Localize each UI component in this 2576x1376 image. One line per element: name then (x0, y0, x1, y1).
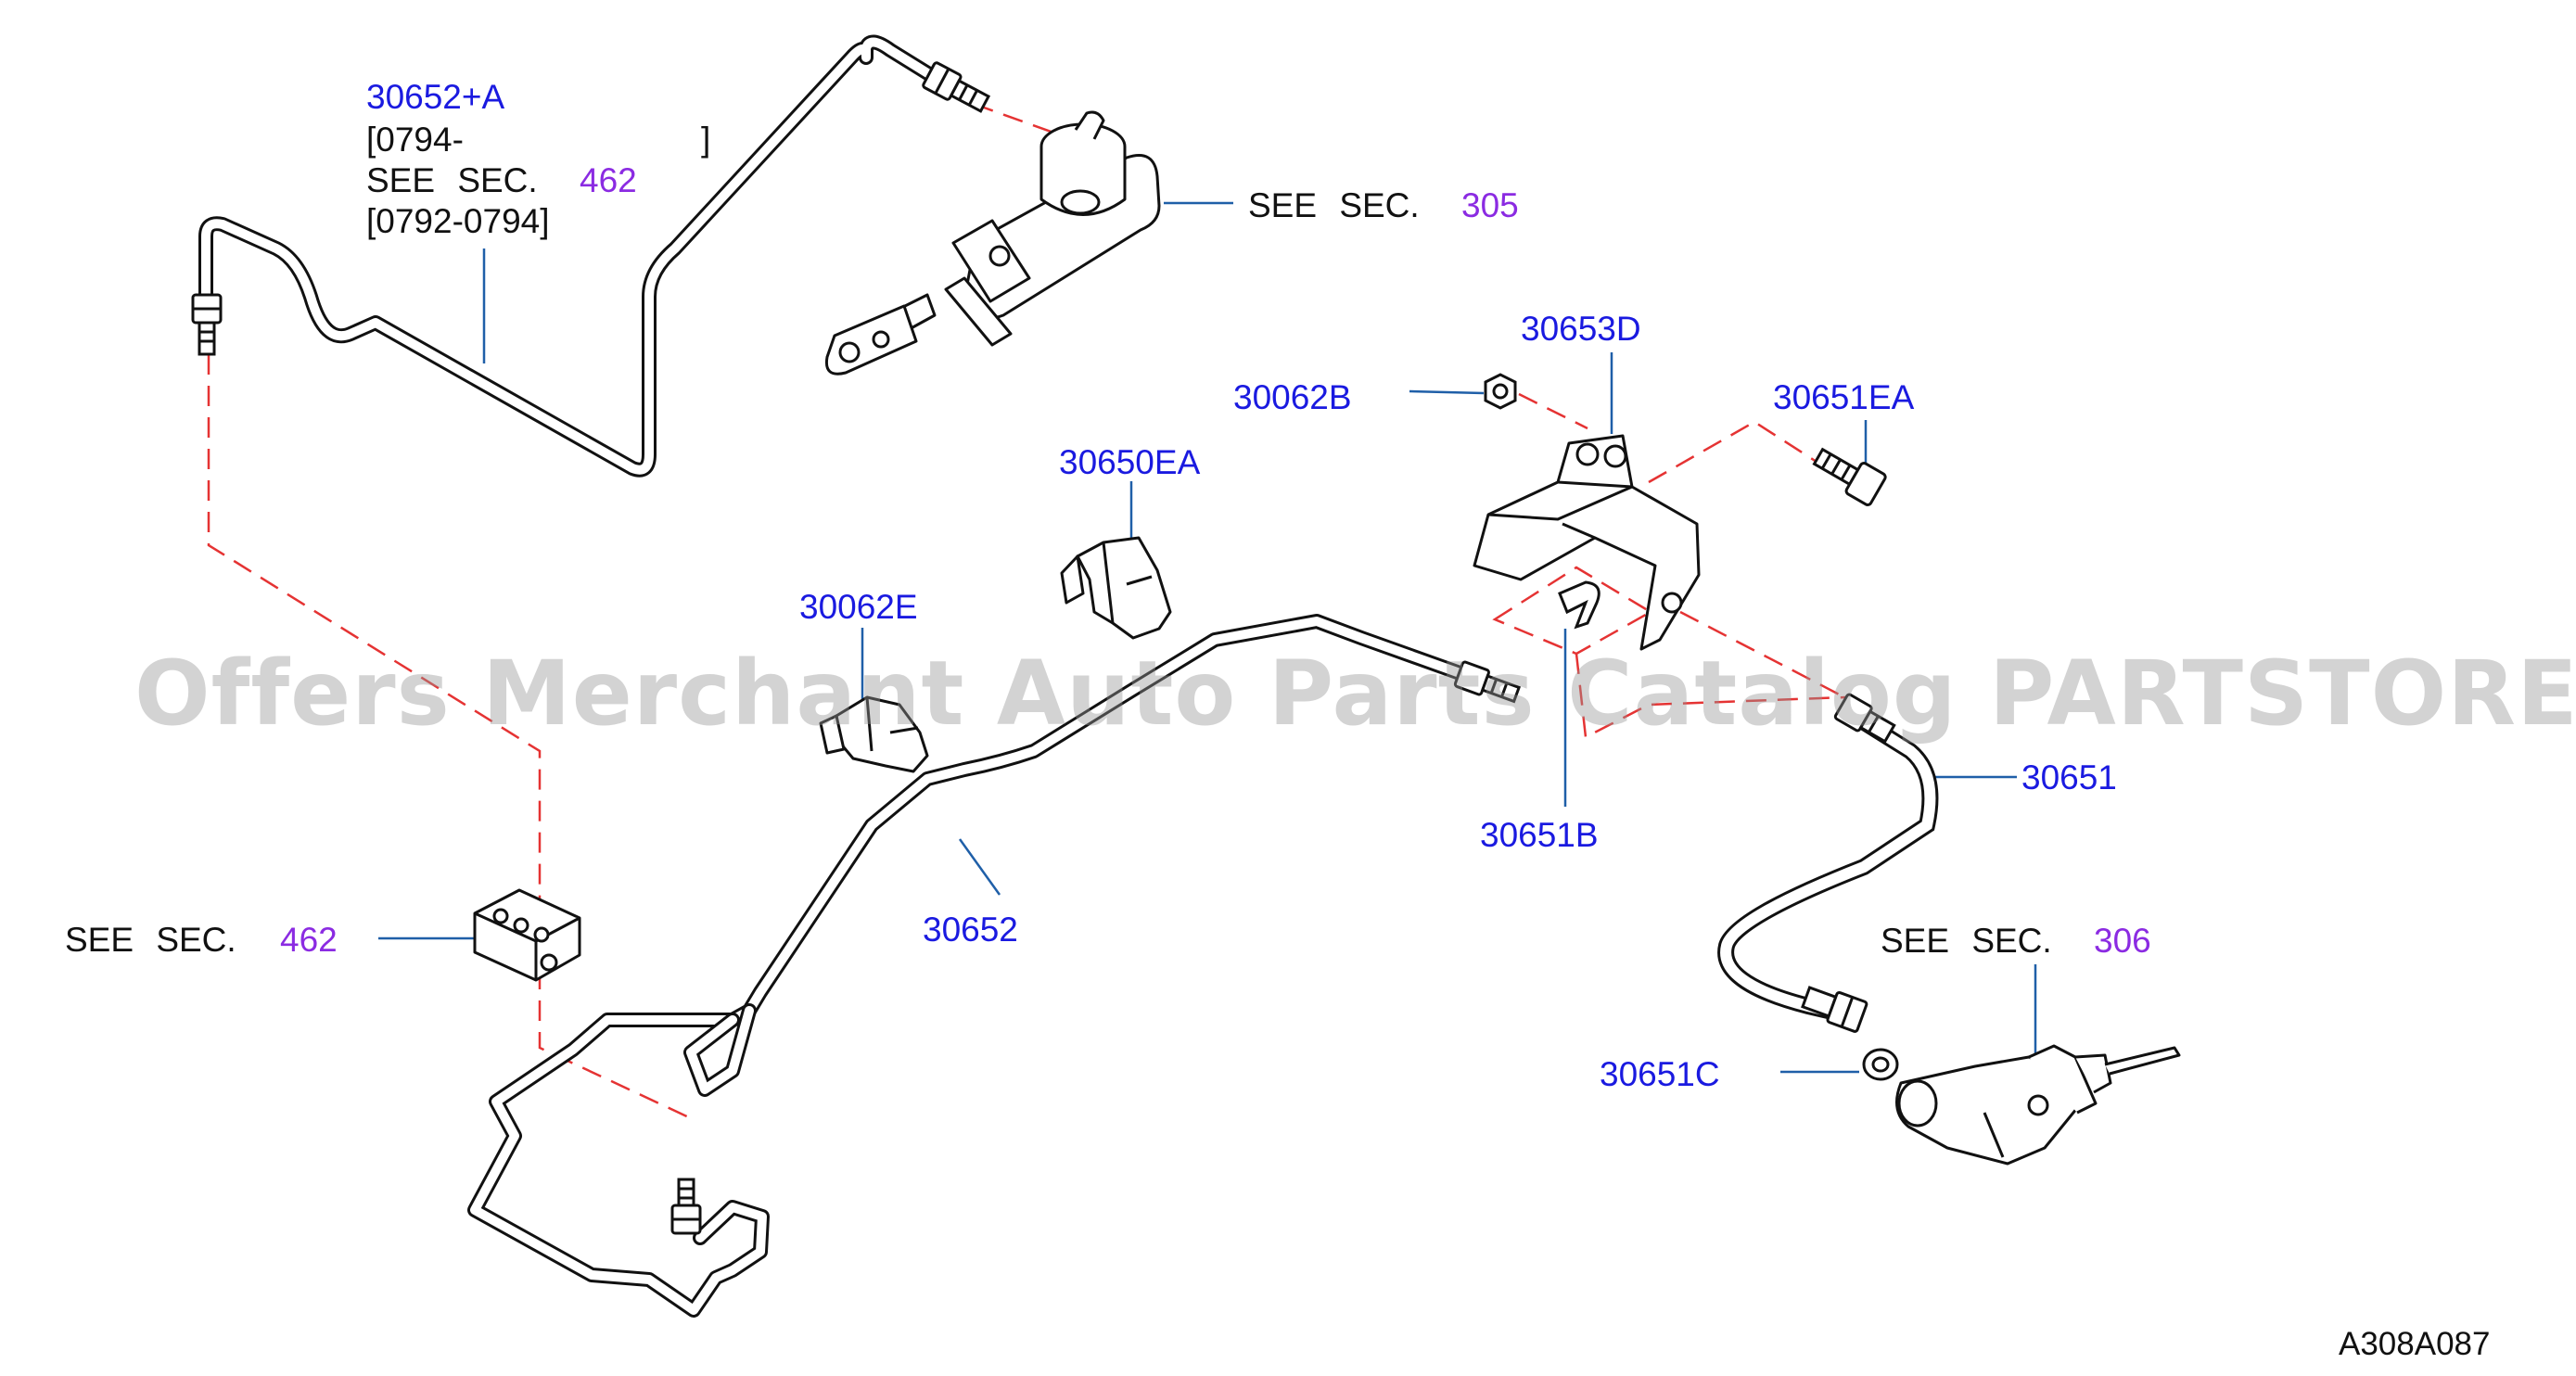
label-30651[interactable]: 30651 (2021, 758, 2117, 796)
label-operating-see-sec: SEE SEC. (1881, 922, 2052, 960)
label-30651B[interactable]: 30651B (1480, 816, 1599, 854)
upper-pipe-left-fitting-icon (191, 293, 223, 356)
washer-icon (1862, 1048, 1899, 1081)
dash-bracket-to-bolt (1648, 420, 1820, 484)
hose-lower-fitting-icon (1801, 986, 1868, 1033)
dash-clip-box (1492, 566, 1653, 656)
label-30651EA[interactable]: 30651EA (1773, 378, 1915, 416)
pipe-clip-upper-icon (1060, 536, 1172, 640)
label-30062B[interactable]: 30062B (1233, 378, 1352, 416)
label-30652A-range2: [0792-0794] (366, 202, 550, 240)
label-30652A[interactable]: 30652+A (366, 78, 505, 116)
leader-30062B (1409, 389, 1485, 395)
upper-clutch-pipe (198, 34, 937, 478)
label-see-ref-306[interactable]: 306 (2094, 922, 2151, 960)
dash-connector-to-lower-pipe (538, 969, 692, 1120)
label-master-see-sec: SEE SEC. (1248, 186, 1420, 224)
nut-icon (1484, 373, 1517, 410)
label-30652A-see-sec: SEE SEC. (366, 161, 538, 199)
leader-lines (378, 201, 2037, 1074)
clutch-master-cylinder-icon (824, 110, 1161, 376)
label-30652A-range-open: [0794- (366, 121, 464, 159)
bolt-icon (1812, 447, 1887, 506)
dash-upper-pipe-to-connector (207, 354, 542, 918)
lower-pipe-bottom-fitting-icon (670, 1178, 702, 1235)
label-30651C[interactable]: 30651C (1600, 1055, 1720, 1093)
label-30653D[interactable]: 30653D (1521, 310, 1641, 348)
dash-clip-to-hose (1575, 653, 1846, 739)
upper-pipe-right-fitting-icon (922, 61, 991, 113)
clutch-flex-hose (1717, 715, 1939, 1021)
clutch-bracket-icon (1473, 434, 1701, 651)
leader-30652 (958, 838, 1001, 896)
label-30062E[interactable]: 30062E (799, 588, 918, 626)
label-30652A-see-ref-462[interactable]: 462 (580, 161, 637, 199)
label-see-ref-305[interactable]: 305 (1461, 186, 1519, 224)
watermark-text: Offers Merchant Auto Parts Catalog PARTS… (134, 642, 2576, 745)
assembly-dash-lines (207, 102, 1851, 1120)
hose-upper-fitting-icon (1833, 693, 1896, 744)
label-connector-see-ref-462[interactable]: 462 (280, 921, 338, 959)
lower-clutch-pipe (467, 614, 1473, 1318)
label-30652A-range-close: ] (701, 121, 711, 159)
dash-nut-to-bracket (1518, 392, 1588, 430)
figure-code: A308A087 (2339, 1326, 2491, 1362)
dash-bracket-to-hose (1679, 610, 1851, 702)
clutch-operating-cylinder-icon (1895, 1044, 2181, 1166)
pipe-connector-block-icon (473, 888, 581, 982)
label-connector-see-sec: SEE SEC. (65, 921, 236, 959)
lower-pipe-right-fitting-icon (1453, 660, 1522, 704)
small-clip-icon (1558, 580, 1600, 630)
pipe-clip-lower-icon (819, 695, 929, 773)
label-30650EA[interactable]: 30650EA (1059, 443, 1201, 481)
label-30652[interactable]: 30652 (923, 911, 1018, 949)
